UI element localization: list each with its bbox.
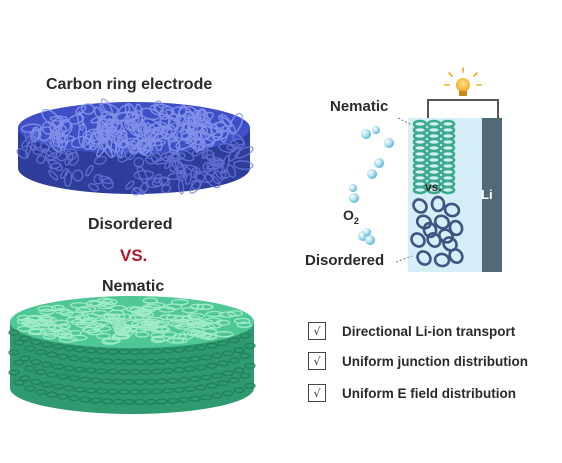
disordered-label: Disordered — [88, 216, 173, 233]
nematic-ring-stack — [412, 119, 456, 195]
lithium-electrode — [482, 118, 502, 272]
checklist-item: √ Directional Li-ion transport — [308, 320, 515, 342]
checklist-text: Uniform junction distribution — [342, 353, 528, 369]
battery-schematic — [349, 67, 502, 272]
checklist-text: Directional Li-ion transport — [342, 323, 516, 339]
electrode-title: Carbon ring electrode — [46, 76, 213, 93]
disordered-ring-cluster — [410, 195, 464, 268]
oxygen-label: O2 — [343, 207, 359, 226]
disordered-electrode-disc — [16, 98, 254, 196]
oxygen-bubble — [349, 193, 359, 203]
checklist-text: Uniform E field distribution — [342, 385, 516, 401]
nematic-electrode-disc — [8, 296, 256, 414]
oxygen-bubbles — [349, 126, 394, 245]
schematic-versus-label: vs. — [425, 180, 442, 194]
light-bulb-icon — [444, 67, 482, 96]
checkmark-icon: √ — [308, 384, 326, 402]
checklist-item: √ Uniform junction distribution — [308, 350, 528, 372]
oxygen-bubble — [384, 138, 394, 148]
checkmark-icon: √ — [308, 322, 326, 340]
oxygen-bubble — [361, 129, 371, 139]
lithium-label: Li — [481, 187, 493, 202]
oxygen-bubble — [374, 158, 384, 168]
schematic-disordered-label: Disordered — [305, 252, 385, 269]
checklist-item: √ Uniform E field distribution — [308, 382, 516, 404]
oxygen-bubble — [363, 228, 371, 236]
circuit-wire — [427, 99, 499, 118]
checkmark-icon: √ — [308, 352, 326, 370]
oxygen-bubble — [372, 126, 380, 134]
oxygen-bubble — [349, 184, 357, 192]
versus-label: VS. — [120, 246, 148, 265]
oxygen-bubble — [367, 169, 377, 179]
nematic-label: Nematic — [102, 278, 165, 295]
oxygen-bubble — [365, 235, 375, 245]
schematic-nematic-label: Nematic — [330, 98, 389, 115]
